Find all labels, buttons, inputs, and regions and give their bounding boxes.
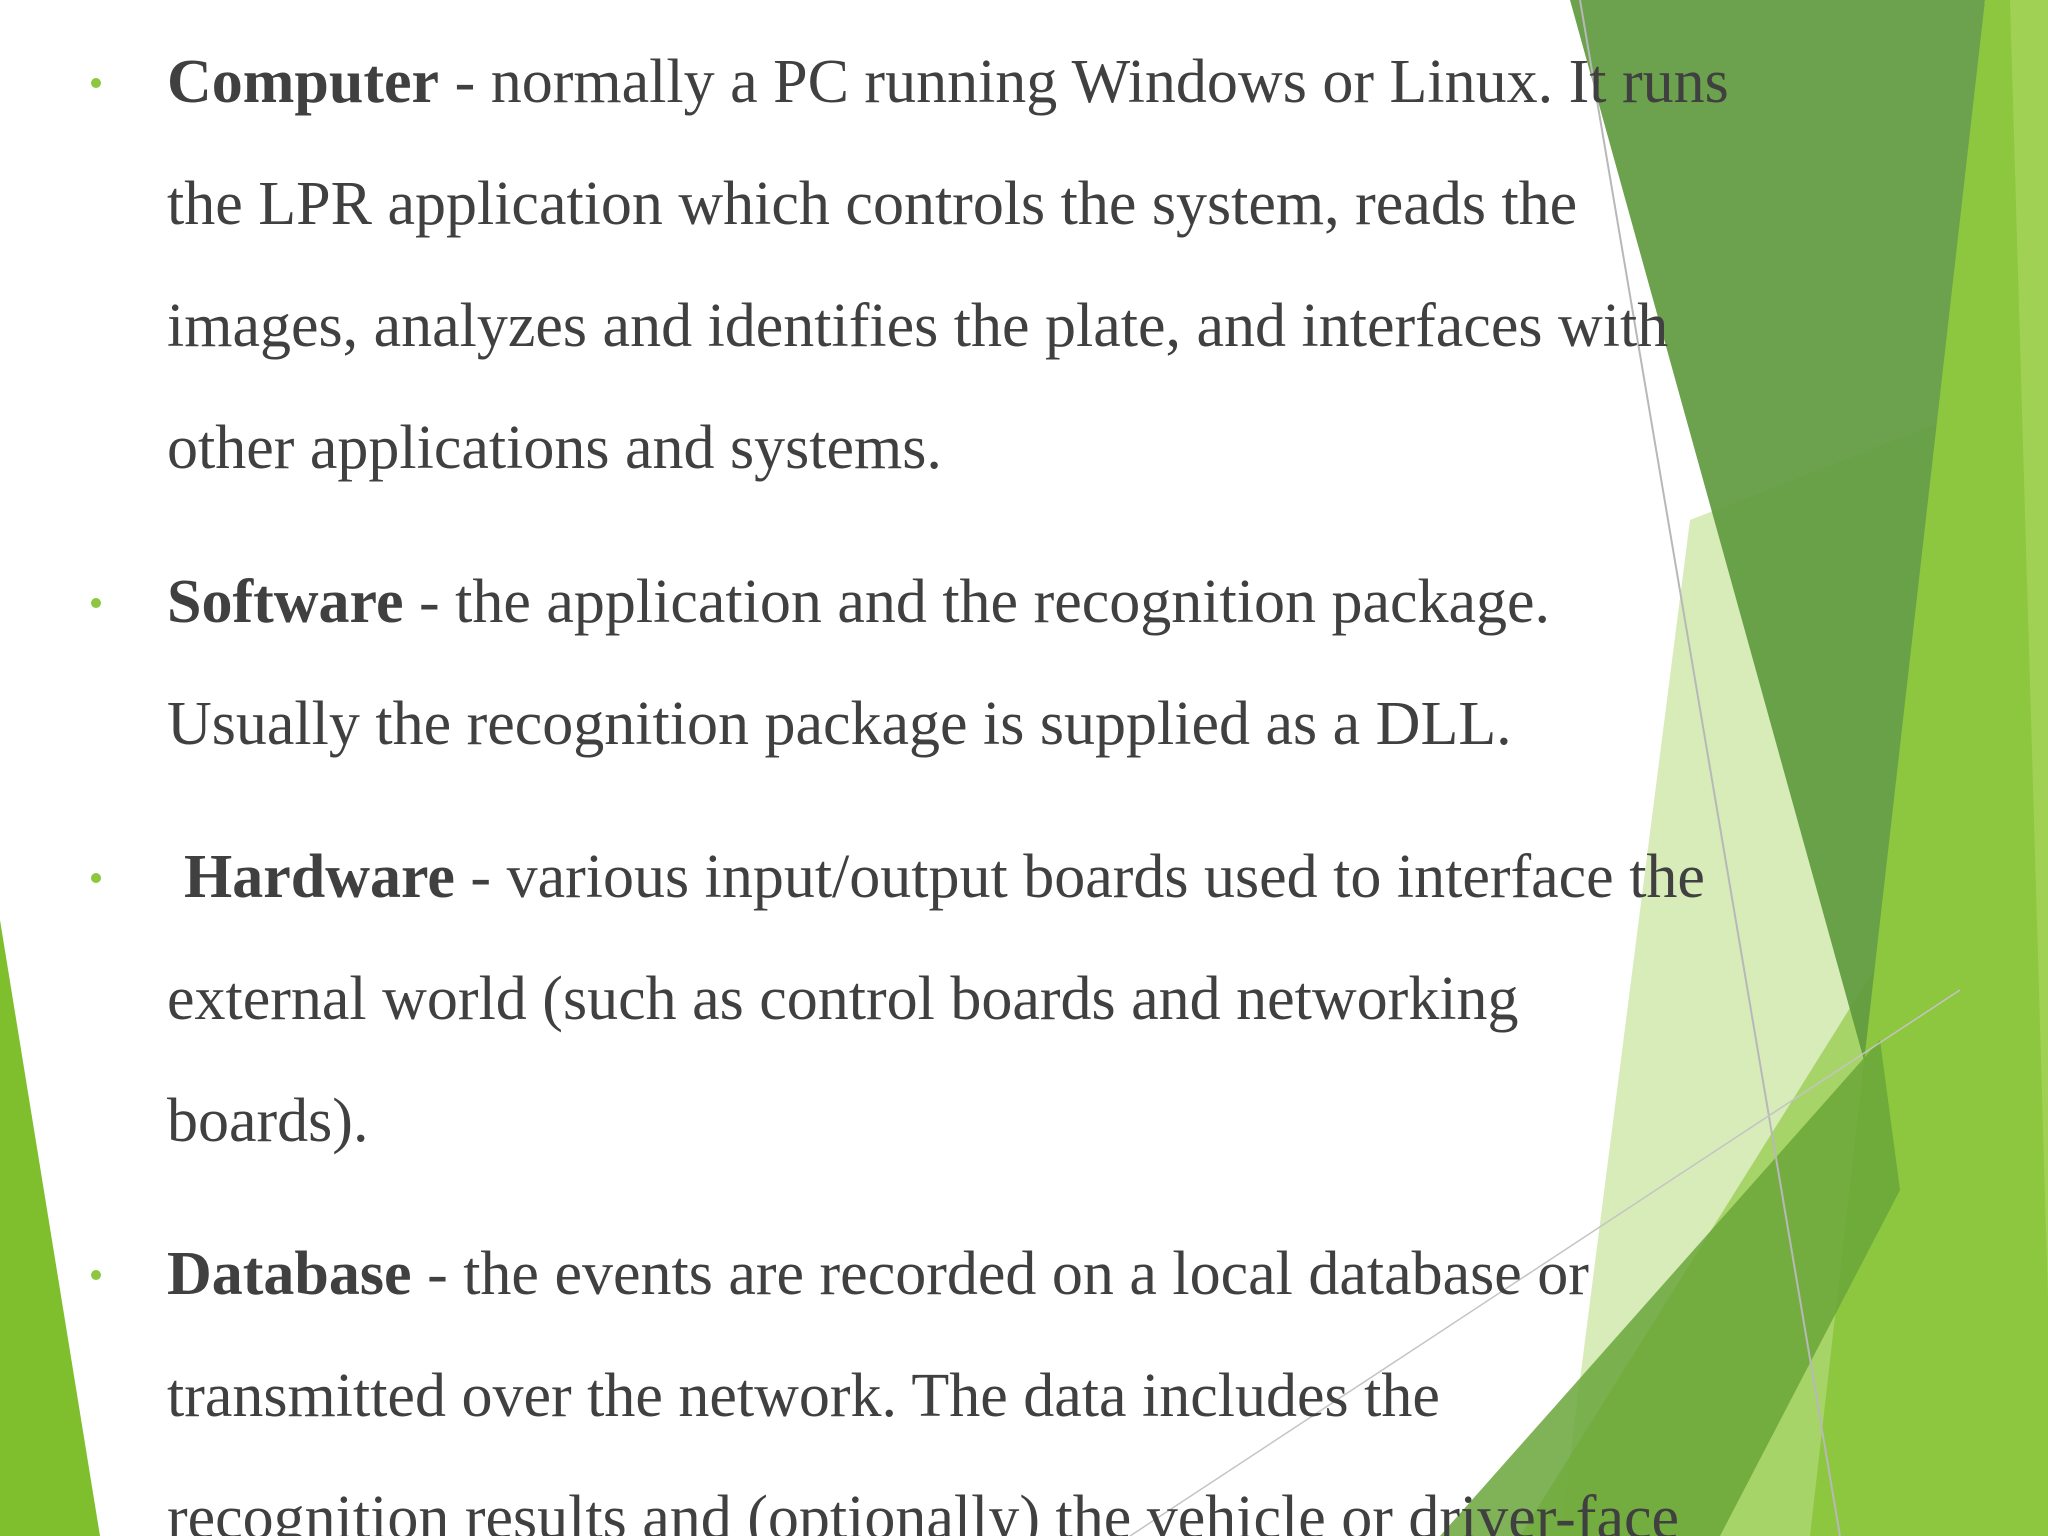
- bullet-software-line-2: Usually the recognition package is suppl…: [167, 690, 1512, 758]
- thin-line-2: [1129, 989, 1961, 1536]
- bullet-term-computer: Computer: [167, 48, 440, 116]
- bullet-software-line-1: Software - the application and the recog…: [167, 568, 1551, 636]
- lower-dark-wedge: [1440, 1040, 1900, 1536]
- bullet-icon: [91, 1270, 101, 1280]
- bullet-term-hardware: Hardware: [184, 843, 455, 911]
- bullet-icon: [91, 78, 101, 88]
- bullet-database-line-2: transmitted over the network. The data i…: [167, 1362, 1440, 1430]
- bullet-icon: [91, 598, 101, 608]
- bullet-icon: [91, 873, 101, 883]
- right-lime-strip: [2010, 0, 2048, 1300]
- bullet-hardware-line-3: boards).: [167, 1087, 369, 1155]
- thin-line-1: [1579, 0, 1841, 1536]
- bullet-database-line-3: recognition results and (optionally) the…: [167, 1484, 1680, 1536]
- bullet-database-line-1: Database - the events are recorded on a …: [167, 1240, 1589, 1308]
- bullet-computer-line-3: images, analyzes and identifies the plat…: [167, 292, 1669, 360]
- bullet-computer-line-1: Computer - normally a PC running Windows…: [167, 48, 1729, 116]
- bullet-term-database: Database: [167, 1240, 412, 1308]
- right-dark-band: [1570, 0, 1985, 1190]
- bullet-hardware-line-2: external world (such as control boards a…: [167, 965, 1519, 1033]
- bullet-computer-line-2: the LPR application which controls the s…: [167, 170, 1578, 238]
- bullet-hardware-line-1: Hardware - various input/output boards u…: [184, 843, 1705, 911]
- bullet-computer-line-4: other applications and systems.: [167, 414, 942, 482]
- bullet-term-software: Software: [167, 568, 404, 636]
- left-green-triangle: [0, 920, 100, 1536]
